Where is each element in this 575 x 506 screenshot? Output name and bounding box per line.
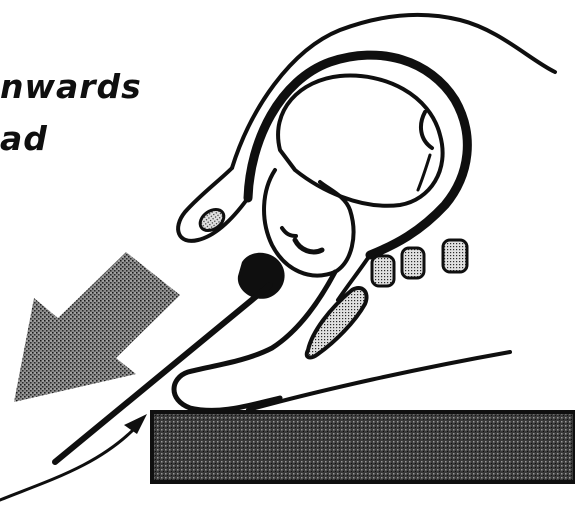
stippled-bar <box>307 288 367 358</box>
entry-arrow-icon <box>0 414 147 500</box>
inner-anatomy <box>264 76 443 276</box>
table-block <box>152 412 575 482</box>
ear-oval <box>196 205 228 235</box>
skull-outline <box>248 55 467 255</box>
body-outline <box>178 15 555 241</box>
